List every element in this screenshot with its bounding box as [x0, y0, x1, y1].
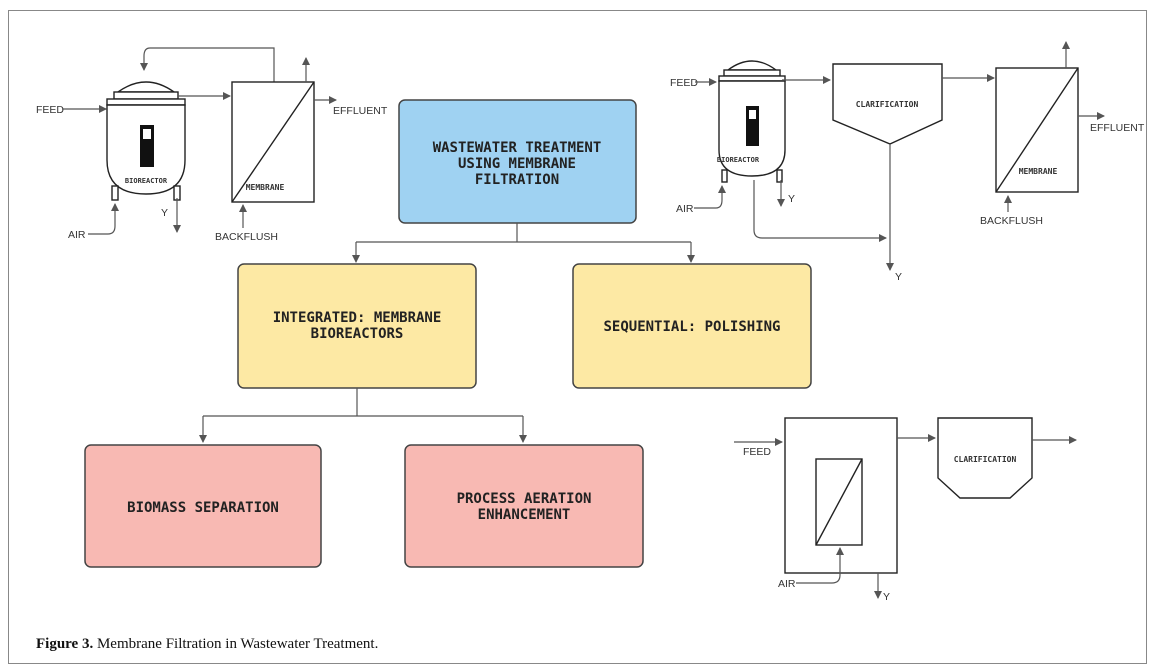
bioreactor-leg-right [776, 169, 783, 183]
box-aeration-line-2: ENHANCEMENT [478, 507, 571, 523]
air-line [694, 185, 726, 209]
label-membrane: MEMBRANE [246, 183, 285, 192]
box-integrated-line-2: BIOREACTORS [311, 326, 404, 342]
box-aeration-line-1: PROCESS AERATION [457, 491, 592, 507]
label-feed: FEED [743, 446, 771, 458]
box-aeration [404, 444, 644, 568]
membrane-diagonal [815, 458, 863, 546]
label-effluent: EFFLUENT [333, 105, 388, 117]
label-backflush: BACKFLUSH [215, 231, 278, 243]
label-y: Y [895, 271, 902, 283]
figure-border [8, 10, 1147, 664]
label-feed: FEED [36, 104, 64, 116]
box-root-line-3: FILTRATION [475, 172, 559, 188]
bioreactor-lid [113, 91, 179, 100]
label-air: AIR [778, 578, 796, 590]
air-line [796, 547, 844, 584]
schematic-integrated-mbr: FEED BIOREACTOR MEMBRANE EFFLUENT [36, 47, 388, 243]
caption-label: Figure 3. [36, 636, 94, 652]
bioreactor-rim [718, 75, 786, 82]
clarifier-tank [832, 63, 943, 145]
clarifier-tank [937, 417, 1033, 499]
flowchart: WASTEWATER TREATMENT USING MEMBRANE FILT… [84, 99, 812, 568]
sludge-line [753, 180, 887, 242]
box-root-line-2: USING MEMBRANE [458, 156, 576, 172]
label-feed: FEED [670, 77, 698, 89]
label-effluent: EFFLUENT [1090, 122, 1145, 134]
schematic-sequential-clarification: FEED BIOREACTOR CLARIFICATION MEMBRANE E… [670, 41, 1145, 283]
label-bioreactor: BIOREACTOR [125, 177, 168, 185]
bioreactor-leg-right [173, 185, 181, 201]
box-root-line-1: WASTEWATER TREATMENT [433, 140, 602, 156]
schematic-submerged-membrane: FEED AIR Y CLARIFICATION [734, 417, 1077, 603]
label-membrane: MEMBRANE [1019, 167, 1058, 176]
box-biomass [84, 444, 322, 568]
label-backflush: BACKFLUSH [980, 215, 1043, 227]
bioreactor-lid [723, 69, 781, 77]
bioreactor-dome [115, 81, 177, 93]
label-y: Y [161, 207, 168, 219]
label-y: Y [883, 591, 890, 603]
bioreactor-leg-left [721, 169, 728, 183]
figure-caption: Figure 3. Membrane Filtration in Wastewa… [36, 636, 378, 653]
membrane-diagonal [231, 81, 315, 203]
air-line [88, 203, 119, 235]
box-biomass-line-1: BIOMASS SEPARATION [127, 500, 279, 516]
label-y: Y [788, 193, 795, 205]
label-air: AIR [676, 203, 694, 215]
bioreactor-gauge-window [749, 110, 756, 119]
box-integrated-line-1: INTEGRATED: MEMBRANE [273, 310, 442, 326]
box-sequential [572, 263, 812, 389]
recycle-line [140, 47, 275, 82]
membrane-diagonal [995, 67, 1079, 193]
bioreactor-dome [725, 60, 779, 71]
caption-text: Membrane Filtration in Wastewater Treatm… [93, 636, 379, 652]
label-clarification: CLARIFICATION [954, 455, 1017, 464]
label-clarification: CLARIFICATION [856, 100, 919, 109]
bioreactor-rim [106, 98, 186, 106]
box-sequential-line-1: SEQUENTIAL: POLISHING [603, 319, 780, 335]
bioreactor-gauge-window [143, 129, 151, 139]
label-air: AIR [68, 229, 86, 241]
label-bioreactor: BIOREACTOR [717, 156, 760, 164]
bioreactor-leg-left [111, 185, 119, 201]
